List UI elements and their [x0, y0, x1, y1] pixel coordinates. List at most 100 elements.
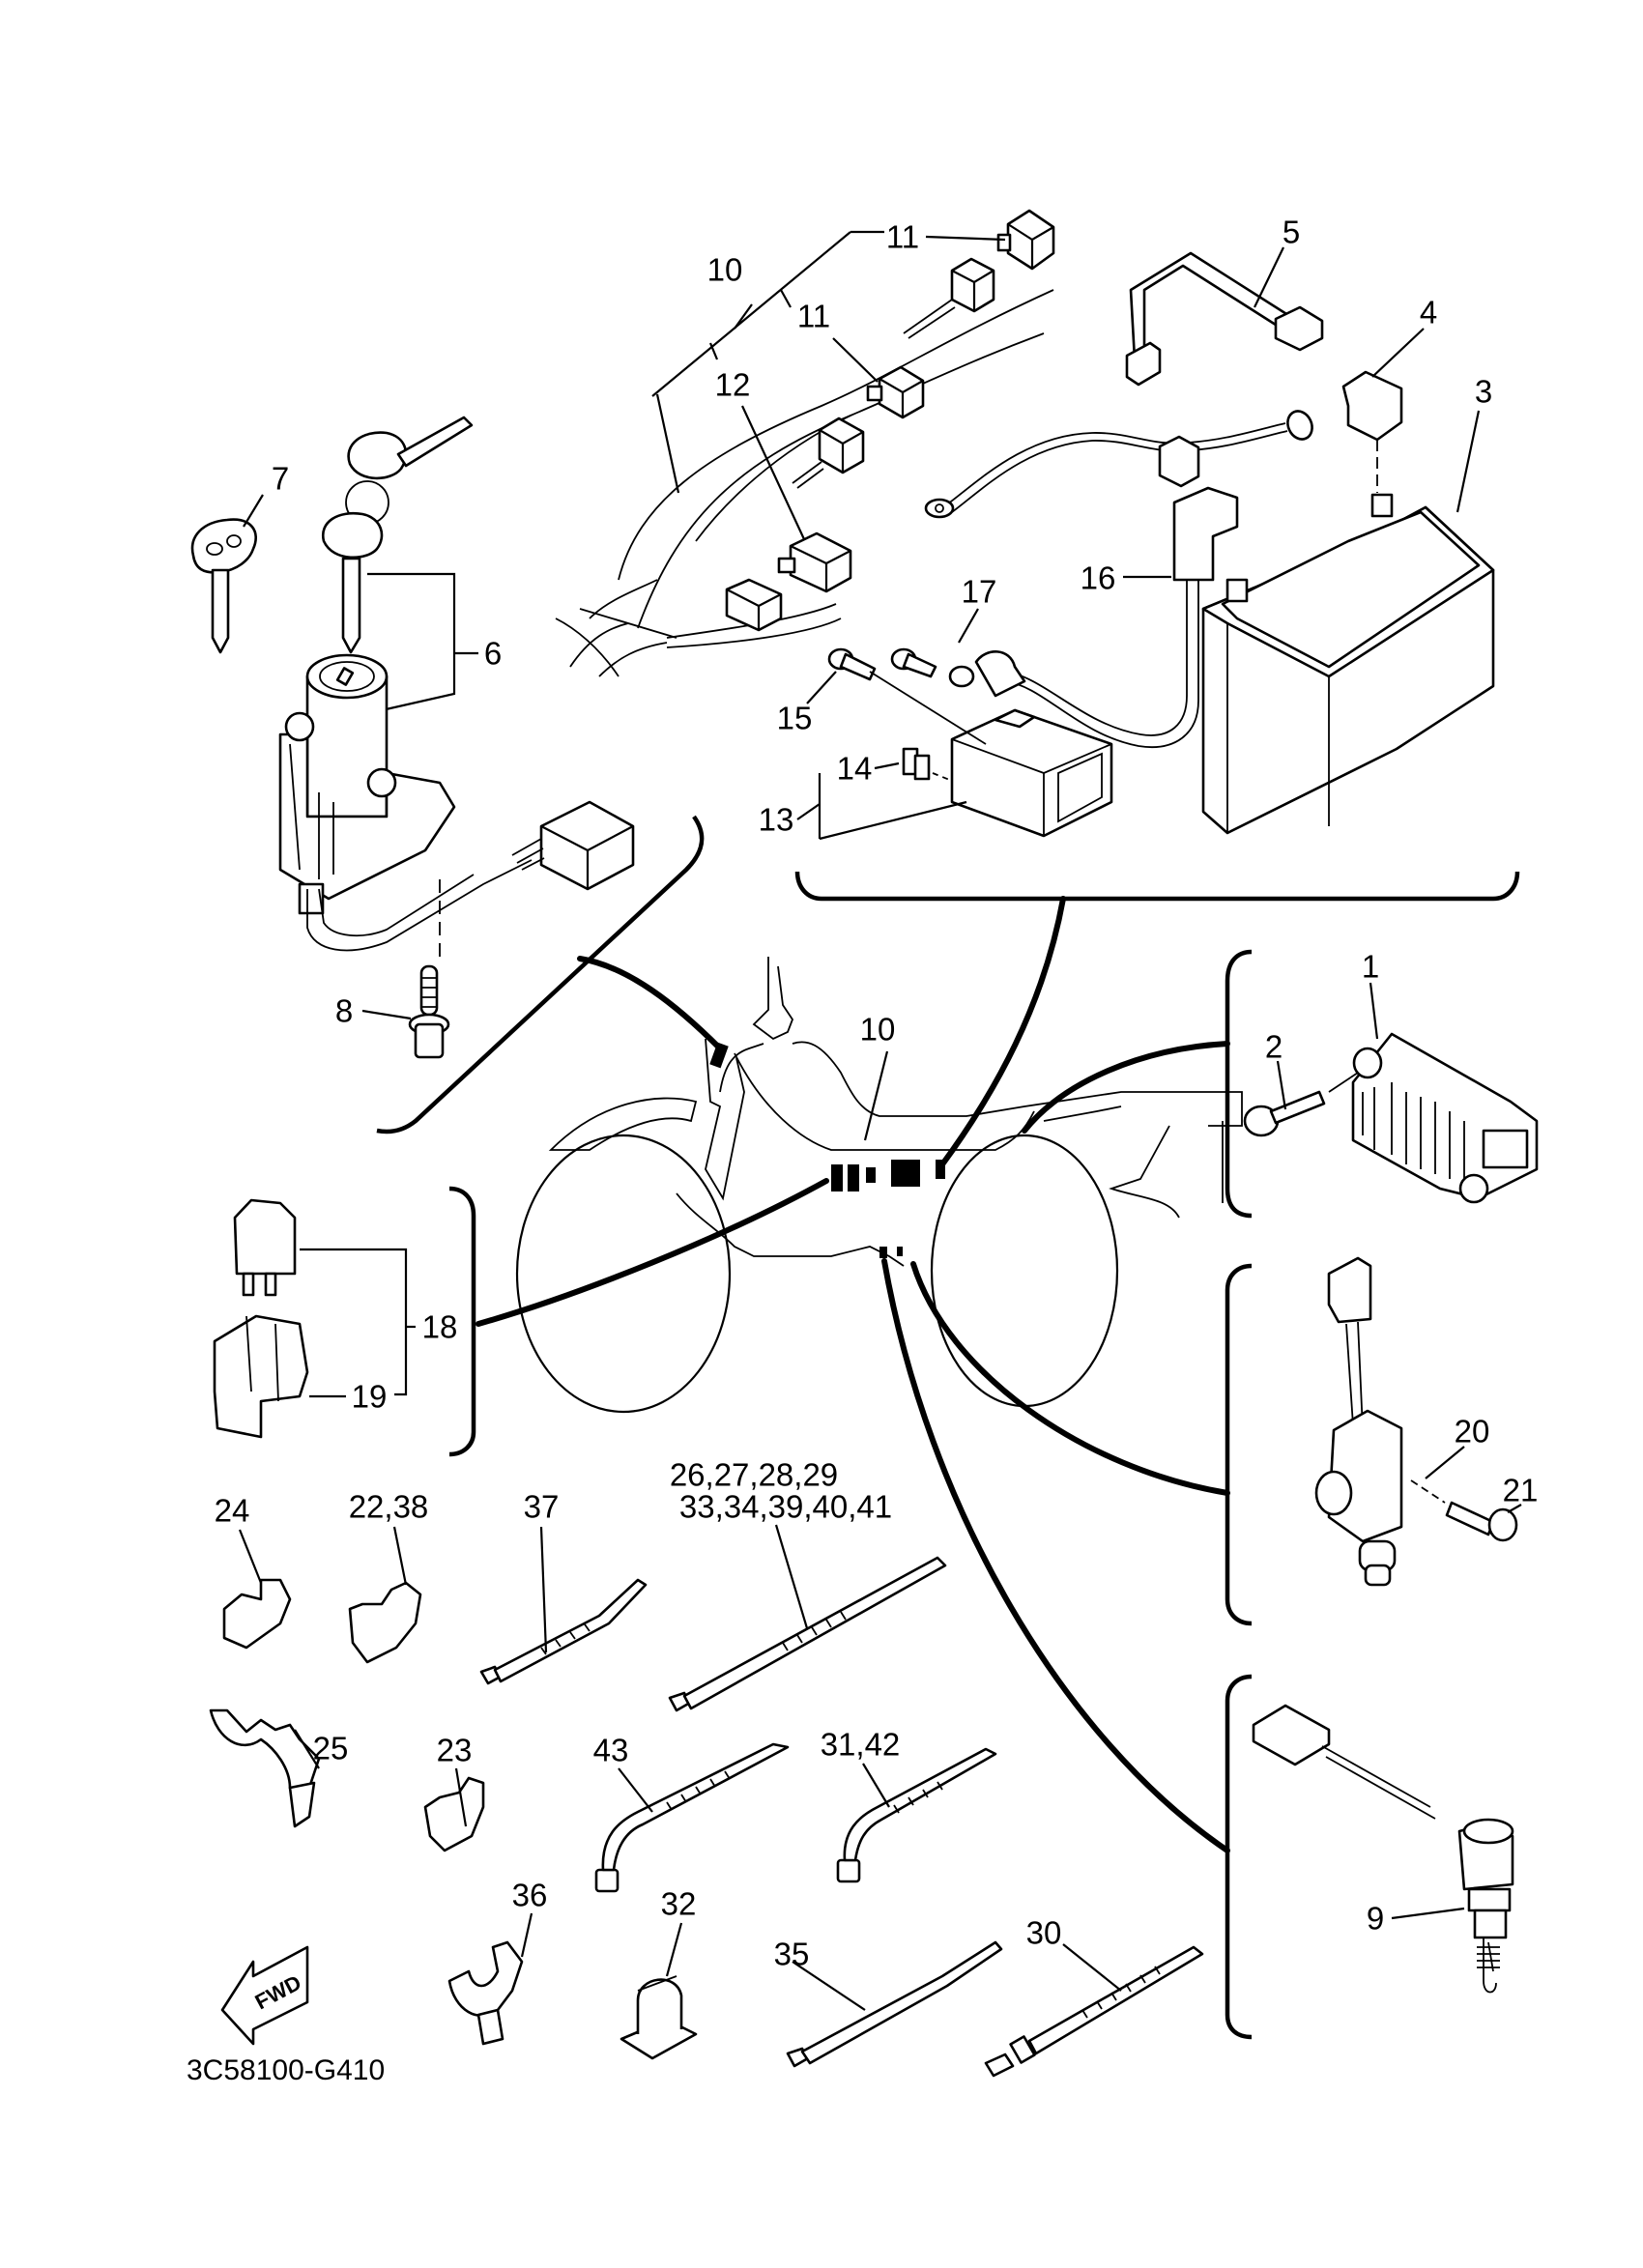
- bolt-21: [1410, 1479, 1518, 1542]
- sidestand-switch-20: [1314, 1256, 1403, 1587]
- clamp-23: [423, 1776, 485, 1852]
- connector-11-second: [866, 365, 925, 419]
- callout-32: 32: [660, 1885, 697, 1922]
- leader-26-41: [774, 1524, 809, 1629]
- callout-7: 7: [271, 460, 290, 497]
- callout-1: 1: [1361, 948, 1380, 985]
- bolt-8: [408, 964, 450, 1059]
- callout-25: 25: [312, 1730, 349, 1766]
- battery-lead-4: [924, 370, 1403, 519]
- wire-harness: [555, 230, 1054, 677]
- leader-10-mid: [863, 1050, 889, 1141]
- bolt-15: [827, 647, 877, 681]
- callout-43: 43: [592, 1732, 629, 1768]
- relay-18: [233, 1198, 297, 1297]
- callout-19: 19: [351, 1378, 388, 1415]
- leader-35: [792, 1961, 866, 2011]
- leader-36: [520, 1912, 533, 1958]
- cable-tie-37: [479, 1578, 648, 1685]
- bracket-18: [300, 1248, 408, 1396]
- pointer-main-switch: [577, 956, 723, 1051]
- main-switch-connector: [511, 800, 635, 891]
- key-6-lower: [321, 511, 384, 654]
- bracket-relay: [448, 1186, 476, 1457]
- fwd-arrow-icon: [220, 1945, 309, 2046]
- leader-4: [1371, 328, 1425, 378]
- pointer-relay: [476, 1178, 829, 1327]
- leader-15: [806, 671, 837, 704]
- callout-23: 23: [436, 1732, 473, 1768]
- leader-5: [1254, 246, 1284, 308]
- callout-22-38: 22,38: [348, 1488, 429, 1525]
- leader-43: [618, 1767, 653, 1813]
- clamp-25: [209, 1708, 321, 1828]
- pointer-battery: [939, 896, 1066, 1167]
- connector-11-harness: [903, 257, 995, 339]
- callout-5: 5: [1282, 214, 1301, 250]
- cable-tie-26-41: [668, 1556, 947, 1712]
- callout-2: 2: [1264, 1028, 1283, 1065]
- cable-tie-31-42: [836, 1747, 997, 1883]
- callout-11-second: 11: [796, 298, 831, 334]
- callout-15: 15: [776, 700, 813, 736]
- callout-18: 18: [421, 1308, 458, 1345]
- callout-6: 6: [483, 635, 503, 672]
- cable-terminal: [948, 650, 1026, 698]
- battery-band-5: [1125, 251, 1324, 387]
- leader-30: [1062, 1943, 1122, 1992]
- key-6-upper: [345, 416, 474, 525]
- leader-1: [1369, 982, 1379, 1040]
- leader-20: [1425, 1446, 1465, 1479]
- bolt-2: [1243, 1072, 1359, 1137]
- diagram-code: 3C58100-G410: [187, 2054, 386, 2086]
- callout-33-41: 33,34,39,40,41: [678, 1488, 893, 1525]
- callout-30: 30: [1025, 1914, 1062, 1951]
- callout-10-top: 10: [706, 251, 743, 288]
- leader-24: [238, 1529, 263, 1584]
- bracket-sensor-9: [1225, 1674, 1253, 2040]
- bolt-17: [890, 647, 937, 678]
- connector-harness-mid: [792, 416, 865, 489]
- connector-harness-low: [725, 578, 783, 632]
- callout-35: 35: [773, 1936, 810, 1972]
- leader-7: [243, 494, 264, 528]
- fuse-14: [902, 747, 953, 782]
- battery-3: [1201, 493, 1495, 835]
- sensor-9: [1252, 1704, 1514, 1994]
- callout-3: 3: [1474, 373, 1493, 410]
- callout-9: 9: [1366, 1900, 1385, 1937]
- callout-36: 36: [511, 1877, 548, 1913]
- cable-tie-30: [984, 1945, 1204, 2078]
- bracket-13: [796, 773, 967, 841]
- leader-22-38: [392, 1526, 408, 1586]
- leader-32: [665, 1922, 683, 1977]
- leader-11-top: [925, 235, 1006, 242]
- cable-tie-35: [786, 1940, 1003, 2068]
- clamp-22-38: [348, 1581, 422, 1664]
- bracket-rectifier: [1225, 949, 1253, 1219]
- leader-11-second: [832, 337, 879, 383]
- callout-8: 8: [334, 992, 354, 1029]
- leader-37: [539, 1526, 548, 1653]
- leader-31-42: [862, 1763, 890, 1808]
- leader-2: [1276, 1060, 1287, 1110]
- bracket-sidestand: [1225, 1263, 1253, 1626]
- pointer-neutral: [881, 1258, 1230, 1853]
- callout-12: 12: [714, 366, 751, 403]
- callout-14: 14: [836, 750, 873, 787]
- leader-21: [1507, 1504, 1522, 1513]
- bracket-main-switch-group: [376, 815, 705, 1134]
- clamp-36: [447, 1940, 524, 2046]
- callout-31-42: 31,42: [820, 1726, 901, 1763]
- leader-14: [874, 761, 900, 770]
- callout-24: 24: [214, 1492, 250, 1529]
- leader-3: [1456, 410, 1481, 513]
- clamp-24: [222, 1578, 292, 1650]
- callout-26-29: 26,27,28,29: [669, 1456, 839, 1493]
- callout-10-mid: 10: [859, 1011, 896, 1048]
- callout-13: 13: [758, 801, 794, 838]
- relay-holder-19: [213, 1314, 309, 1439]
- starter-relay-13: [950, 708, 1113, 838]
- callout-21: 21: [1502, 1472, 1539, 1508]
- leader-9: [1391, 1907, 1465, 1920]
